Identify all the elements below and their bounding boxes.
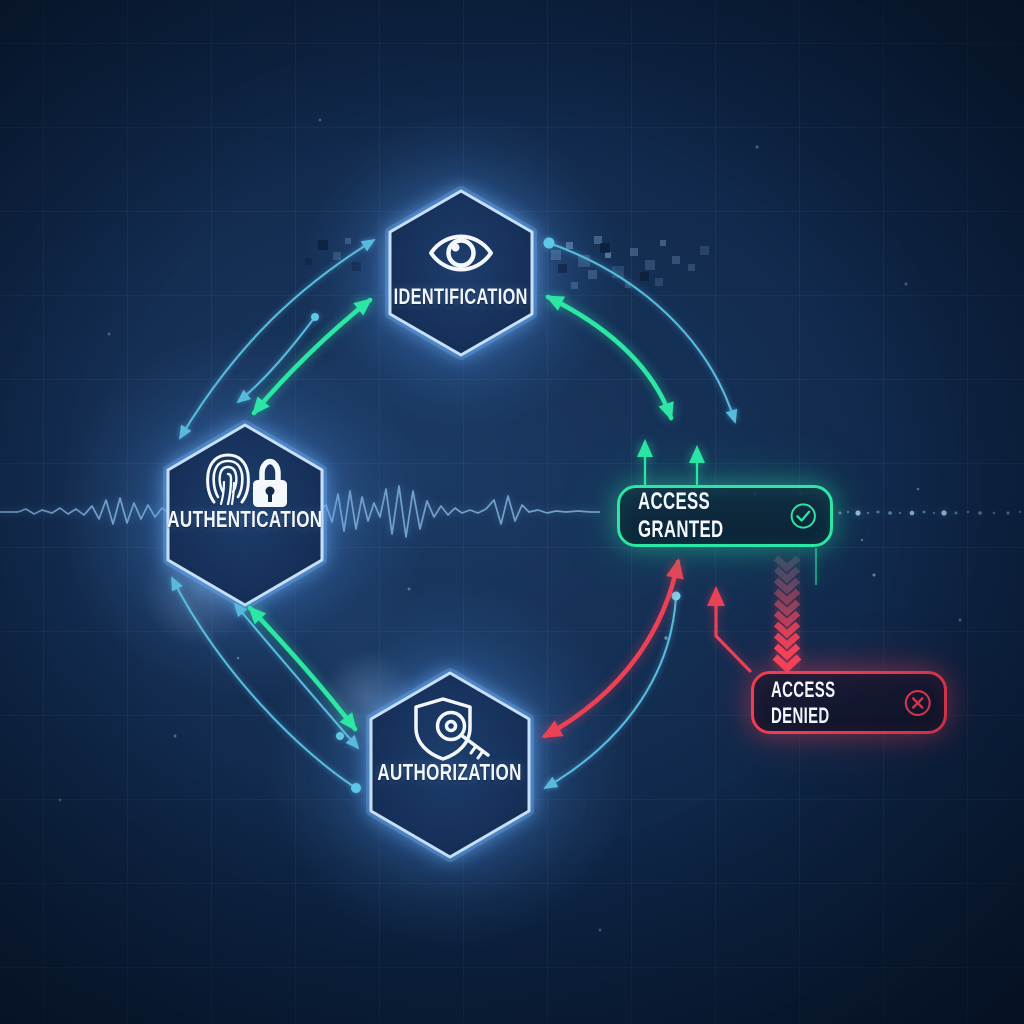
padlock-icon — [253, 458, 287, 507]
check-circle-icon — [790, 503, 816, 529]
access-denied-label: ACCESS DENIED — [771, 676, 836, 728]
node-authentication-label: AUTHENTICATION — [145, 505, 345, 533]
shield-key-icon — [414, 697, 490, 761]
node-authorization-label: AUTHORIZATION — [350, 758, 550, 786]
access-granted-label: ACCESS GRANTED — [638, 488, 724, 543]
identification-text: IDENTIFICATION — [393, 284, 529, 309]
eye-icon — [429, 234, 493, 272]
authentication-text: AUTHENTICATION — [167, 505, 323, 532]
fingerprint-icon — [206, 453, 250, 506]
node-identification-label: IDENTIFICATION — [361, 283, 561, 311]
access-denied-badge: ACCESS DENIED — [751, 671, 947, 734]
denied-chevron-column — [772, 555, 802, 673]
x-circle-icon — [904, 689, 931, 716]
access-granted-badge: ACCESS GRANTED — [617, 485, 833, 547]
arrow-denied-up-bent — [707, 586, 752, 673]
authorization-text: AUTHORIZATION — [377, 758, 523, 785]
